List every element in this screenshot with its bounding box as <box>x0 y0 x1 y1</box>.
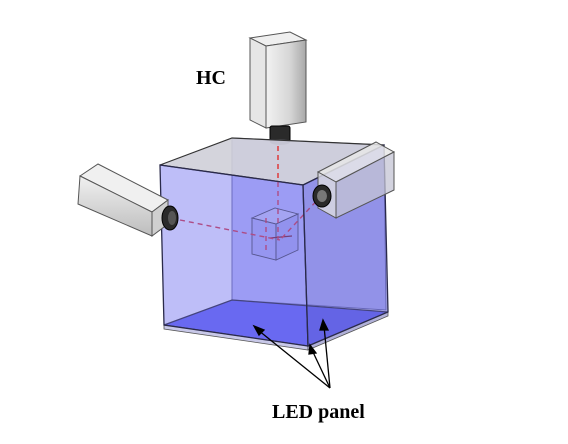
ray-left <box>179 219 281 241</box>
arrow-1 <box>257 329 331 389</box>
sample-cube <box>250 207 300 261</box>
arrow-2 <box>311 349 331 389</box>
box-front-face <box>159 164 309 347</box>
arrow-2-head <box>308 343 318 355</box>
hc-label: HC <box>196 67 226 89</box>
arrow-3 <box>323 325 331 389</box>
left-camera-lens-inner <box>168 211 176 225</box>
top-camera <box>248 31 308 145</box>
arrow-3-head <box>319 318 330 331</box>
top-camera-side-face <box>265 39 307 129</box>
led-panel-label: LED panel <box>272 401 365 423</box>
right-camera-lens-inner <box>317 190 327 202</box>
top-camera-front-face <box>249 37 267 129</box>
left-camera <box>77 163 179 237</box>
led-panel-arrows <box>252 318 331 389</box>
arrow-1-head <box>252 324 266 337</box>
right-camera <box>312 141 396 219</box>
sample-specimen <box>269 235 293 239</box>
